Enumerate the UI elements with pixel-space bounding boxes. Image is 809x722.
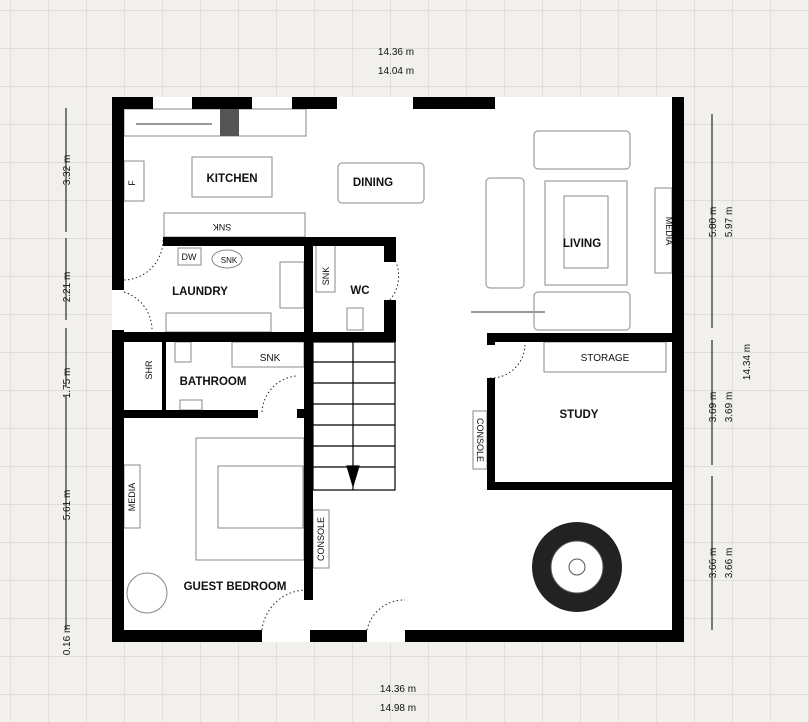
dim-bottom-2: 14.98 m [380,703,416,714]
dining-table [337,162,425,204]
kitchen-sink-label: SNK [213,222,232,232]
room-label-wc: WC [350,285,369,297]
dim-bottom-1: 14.36 m [380,684,416,695]
walls [112,97,684,642]
dim-left-bedroom: 5.61 m [62,490,73,521]
dim-right-outer-3: 3.66 m [724,548,735,579]
door-swings [123,239,526,631]
dim-left-laundry: 2.21 m [62,272,73,303]
room-label-bathroom: BATHROOM [180,376,247,388]
room-label-laundry: LAUNDRY [172,286,228,298]
room-label-living: LIVING [563,238,601,250]
fridge-label: F [127,180,137,186]
stair-direction-arrow-icon [346,465,360,489]
living-media-label: MEDIA [664,217,674,246]
dim-left-kitchen: 3.32 m [62,155,73,186]
laundry-sink-label: SNK [221,256,238,265]
bathroom-sink-label: SNK [260,353,281,364]
stove-icon [220,109,239,136]
dim-right-total: 14.34 m [742,344,753,380]
hall-console-label: CONSOLE [316,517,326,561]
dim-right-outer-1: 5.97 m [724,207,735,238]
dim-top-2: 14.04 m [378,66,414,77]
shower-label: SHR [144,360,154,380]
room-label-study: STUDY [560,409,599,421]
dimension-lines [65,108,713,630]
dim-right-outer-2: 3.69 m [724,392,735,423]
room-label-guest-bedroom: GUEST BEDROOM [184,581,287,593]
room-label-kitchen: KITCHEN [206,173,257,185]
dim-top-1: 14.36 m [378,47,414,58]
room-label-dining: DINING [353,177,393,189]
dishwasher-label: DW [182,252,197,262]
dim-right-study: 3.69 m [708,392,719,423]
wc-sink-label: SNK [321,267,331,286]
bedroom-media-label: MEDIA [127,483,137,512]
dim-right-lounge: 3.66 m [708,548,719,579]
furniture [123,108,673,614]
dim-left-bottom: 0.16 m [62,625,73,656]
study-console-label: CONSOLE [475,418,485,462]
dim-right-living: 5.80 m [708,207,719,238]
dim-left-bathroom: 1.75 m [62,368,73,399]
storage-label: STORAGE [581,353,630,364]
